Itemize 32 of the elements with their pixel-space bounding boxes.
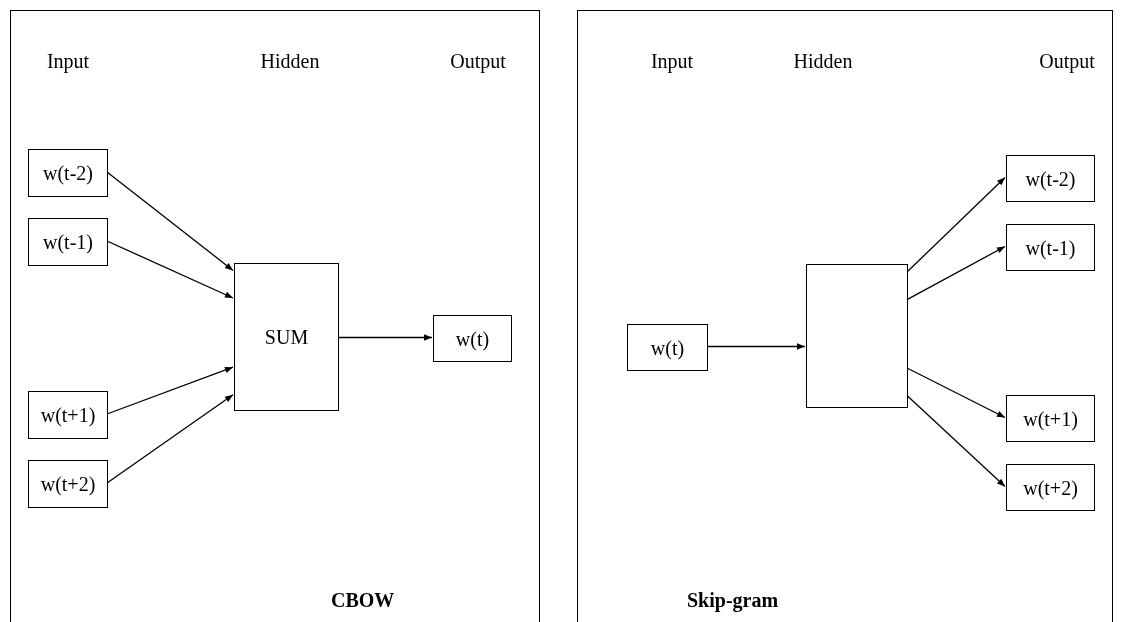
arrow bbox=[337, 334, 433, 341]
arrow bbox=[906, 176, 1006, 273]
arrow bbox=[106, 171, 234, 272]
word-box: w(t) bbox=[627, 324, 708, 371]
arrow bbox=[906, 367, 1006, 419]
word-box: w(t+1) bbox=[1006, 395, 1095, 442]
column-heading: Hidden bbox=[260, 49, 320, 74]
arrow bbox=[906, 245, 1006, 301]
column-heading: Input bbox=[46, 49, 90, 75]
arrow bbox=[706, 343, 806, 350]
word-box: SUM bbox=[234, 263, 339, 411]
column-heading: Output bbox=[1039, 49, 1095, 75]
word-box: w(t) bbox=[433, 315, 512, 362]
word-box: w(t-1) bbox=[28, 218, 108, 266]
arrow bbox=[906, 394, 1006, 488]
panel-title: Skip-gram bbox=[687, 588, 779, 614]
hidden-layer-box bbox=[806, 264, 908, 408]
panel bbox=[577, 10, 1113, 622]
column-heading: Input bbox=[650, 49, 694, 75]
arrow bbox=[106, 366, 234, 415]
word-box: w(t-1) bbox=[1006, 224, 1095, 271]
column-heading: Output bbox=[450, 49, 506, 75]
panel bbox=[10, 10, 540, 622]
arrow bbox=[106, 240, 234, 299]
word-box: w(t+2) bbox=[28, 460, 108, 508]
word-box: w(t+2) bbox=[1006, 464, 1095, 511]
word-box: w(t-2) bbox=[28, 149, 108, 197]
column-heading: Hidden bbox=[793, 49, 853, 74]
word-box: w(t+1) bbox=[28, 391, 108, 439]
panel-title: CBOW bbox=[331, 588, 395, 613]
arrow bbox=[106, 394, 234, 484]
word-box: w(t-2) bbox=[1006, 155, 1095, 202]
